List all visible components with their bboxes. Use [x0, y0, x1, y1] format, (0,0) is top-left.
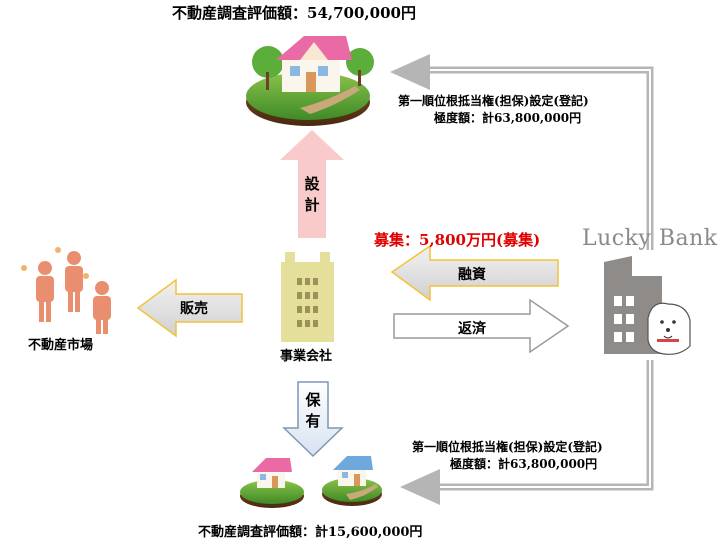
- company-label: 事業会社: [280, 349, 333, 364]
- top-valuation-label: 不動産調査評価額：54,700,000円: [172, 4, 416, 22]
- design-arrow: [280, 130, 344, 238]
- bottom-property-illustration-2: [322, 456, 382, 506]
- sale-arrow-label: 販売: [180, 301, 208, 317]
- hold-arrow-label: 保有: [305, 391, 321, 430]
- loan-arrow-label: 融資: [458, 267, 486, 283]
- bank-name-logo: Lucky Bank: [582, 226, 718, 251]
- company-building-icon: [281, 252, 334, 342]
- mortgage-bottom-line2: 極度額：計63,800,000円: [450, 457, 598, 471]
- mortgage-top-line2: 極度額：計63,800,000円: [434, 111, 582, 125]
- repay-arrow-label: 返済: [458, 321, 486, 337]
- sale-arrow: [136, 278, 243, 338]
- mortgage-top-line1: 第一順位根抵当権(担保)設定(登記): [398, 94, 589, 108]
- design-arrow-label: 設計: [304, 175, 320, 214]
- bottom-property-illustration-1: [240, 458, 304, 508]
- hold-arrow: [282, 381, 344, 458]
- top-property-illustration: [246, 36, 374, 126]
- mortgage-connector-bottom: [400, 360, 654, 505]
- fundraising-label: 募集：5,800万円(募集): [374, 231, 541, 249]
- bottom-valuation-label: 不動産調査評価額：計15,600,000円: [198, 525, 423, 540]
- bank-building-icon: [604, 256, 691, 355]
- mortgage-connector-top: [390, 54, 654, 250]
- loan-arrow: [390, 244, 559, 302]
- market-people-icon: [21, 247, 111, 334]
- mortgage-bottom-line1: 第一順位根抵当権(担保)設定(登記): [412, 440, 603, 454]
- repay-arrow: [393, 298, 570, 354]
- market-label: 不動産市場: [28, 338, 94, 353]
